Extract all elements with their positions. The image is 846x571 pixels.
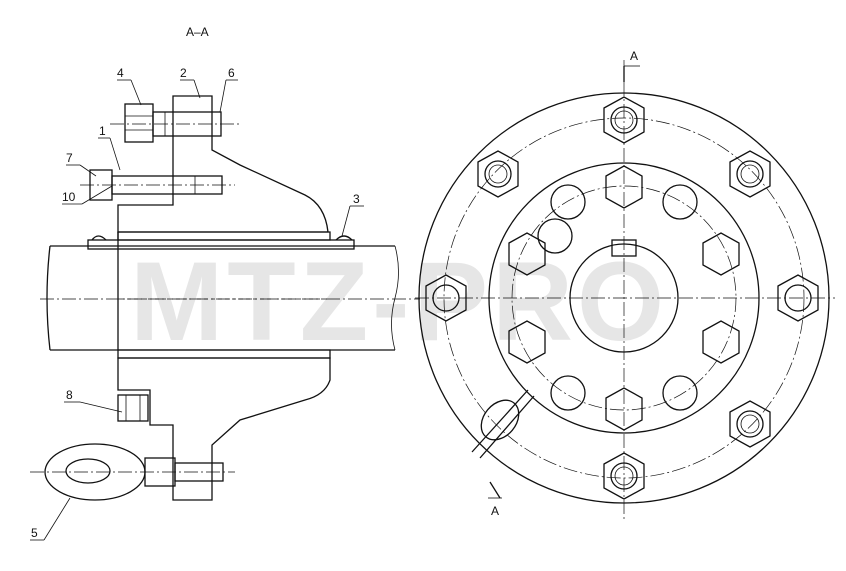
outer-bolts	[425, 96, 819, 500]
screw-left	[80, 169, 235, 201]
callout-4: 4	[117, 66, 124, 80]
callout-8: 8	[66, 388, 73, 402]
bolt-top	[110, 103, 240, 143]
inner-bolts	[508, 165, 740, 431]
callout-1: 1	[99, 124, 106, 138]
front-view: A A	[415, 49, 835, 520]
callout-5: 5	[31, 526, 38, 540]
callout-10: 10	[62, 190, 76, 204]
hub-upper	[117, 95, 331, 241]
watermark: MTZ-PRO	[130, 239, 668, 364]
bolt-bottom	[117, 394, 149, 422]
section-view: A–A	[30, 25, 420, 541]
hub-lower	[117, 232, 331, 501]
callout-6: 6	[228, 66, 235, 80]
section-mark-top: A	[630, 49, 638, 63]
section-mark-bottom: A	[491, 504, 499, 518]
callout-7: 7	[66, 151, 73, 165]
callout-3: 3	[353, 192, 360, 206]
section-title: A–A	[186, 25, 209, 39]
callouts: 4 2 6 1 7 10 3 8 5	[30, 66, 364, 541]
eye-bolt-front	[471, 389, 535, 459]
eye-bolt	[30, 443, 235, 501]
callout-2: 2	[180, 66, 187, 80]
